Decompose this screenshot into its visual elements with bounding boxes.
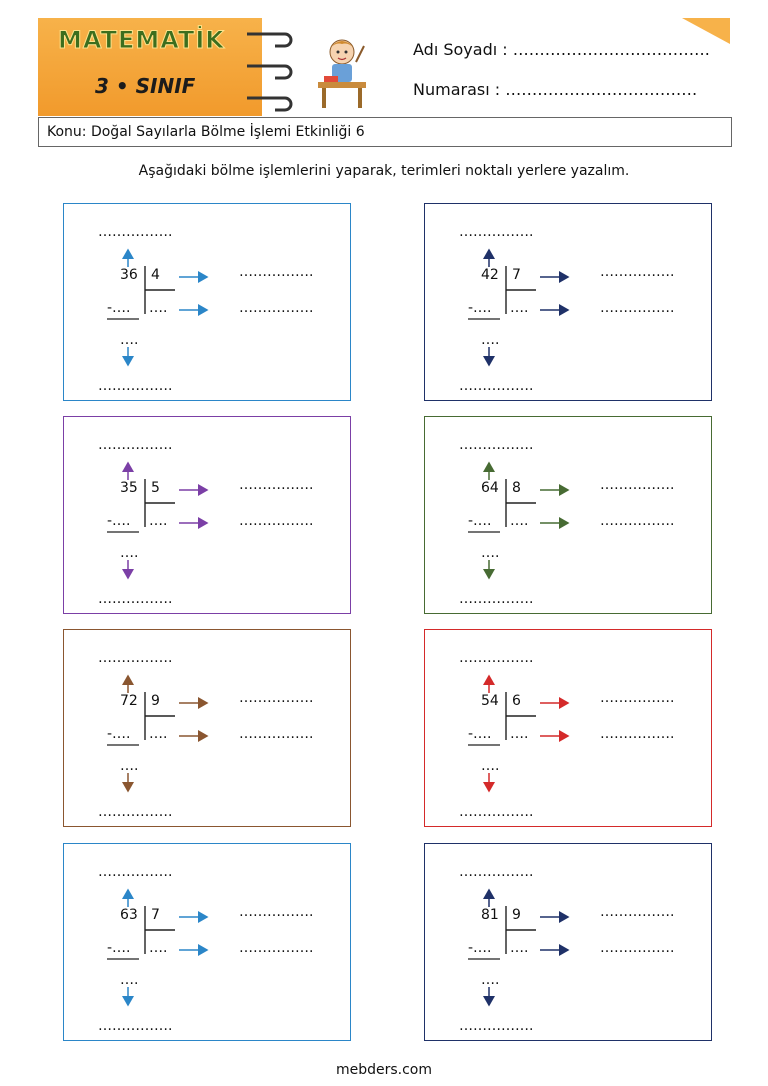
minus-blank: -…. [107,513,131,529]
blank-bottom: ……………. [98,378,173,394]
name-field-label: Adı Soyadı : ………………………………. [413,40,710,59]
answer-blank-1: ……………. [600,477,675,493]
blank-top: ……………. [459,224,534,240]
dividend: 35 [120,480,138,496]
answer-blank-1: ……………. [600,690,675,706]
divisor: 5 [151,480,160,496]
quotient-blank: …. [510,300,529,316]
header-banner [38,18,262,116]
minus-blank: -…. [468,513,492,529]
remainder-blank: …. [481,332,500,348]
corner-decoration [682,18,730,44]
quotient-blank: …. [510,513,529,529]
minus-blank: -…. [468,300,492,316]
logo-title: MATEMATİK [58,26,225,55]
division-card: ……………. 35 5 …. -…. …. ……………. ……………. ……………. [63,416,351,614]
divisor: 7 [151,907,160,923]
remainder-blank: …. [120,972,139,988]
quotient-blank: …. [510,940,529,956]
remainder-blank: …. [481,545,500,561]
remainder-blank: …. [481,758,500,774]
quotient-blank: …. [149,513,168,529]
binder-rings-icon [247,32,293,112]
blank-bottom: ……………. [98,591,173,607]
division-bracket-and-arrows [468,888,570,1007]
quotient-blank: …. [149,726,168,742]
blank-bottom: ……………. [98,804,173,820]
division-bracket-and-arrows [107,461,209,580]
answer-blank-2: ……………. [239,726,314,742]
division-card: ……………. 72 9 …. -…. …. ……………. ……………. ……………. [63,629,351,827]
division-card: ……………. 63 7 …. -…. …. ……………. ……………. ……………. [63,843,351,1041]
blank-top: ……………. [98,224,173,240]
blank-top: ……………. [98,650,173,666]
answer-blank-2: ……………. [600,513,675,529]
dividend: 54 [481,693,499,709]
answer-blank-1: ……………. [600,904,675,920]
answer-blank-2: ……………. [600,726,675,742]
division-bracket-and-arrows [468,674,570,793]
division-bracket-and-arrows [468,461,570,580]
answer-blank-1: ……………. [239,477,314,493]
blank-top: ……………. [98,864,173,880]
minus-blank: -…. [468,726,492,742]
answer-blank-2: ……………. [239,300,314,316]
dividend: 81 [481,907,499,923]
answer-blank-1: ……………. [239,264,314,280]
minus-blank: -…. [107,940,131,956]
answer-blank-2: ……………. [239,940,314,956]
remainder-blank: …. [120,758,139,774]
dividend: 72 [120,693,138,709]
divisor: 7 [512,267,521,283]
dividend: 42 [481,267,499,283]
division-card: ……………. 64 8 …. -…. …. ……………. ……………. ……………. [424,416,712,614]
answer-blank-2: ……………. [239,513,314,529]
dividend: 63 [120,907,138,923]
division-card: ……………. 42 7 …. -…. …. ……………. ……………. ……………. [424,203,712,401]
division-card: ……………. 81 9 …. -…. …. ……………. ……………. ……………. [424,843,712,1041]
blank-bottom: ……………. [459,804,534,820]
quotient-blank: …. [510,726,529,742]
answer-blank-2: ……………. [600,300,675,316]
dividend: 64 [481,480,499,496]
remainder-blank: …. [120,545,139,561]
division-card: ……………. 54 6 …. -…. …. ……………. ……………. ……………. [424,629,712,827]
remainder-blank: …. [120,332,139,348]
footer-source: mebders.com [335,1062,433,1078]
answer-blank-1: ……………. [239,690,314,706]
dividend: 36 [120,267,138,283]
blank-top: ……………. [459,650,534,666]
division-bracket-and-arrows [107,248,209,367]
student-illustration-icon [318,39,366,108]
blank-top: ……………. [98,437,173,453]
topic-bar: Konu: Doğal Sayılarla Bölme İşlemi Etkin… [38,117,732,147]
answer-blank-2: ……………. [600,940,675,956]
answer-blank-1: ……………. [239,904,314,920]
answer-blank-1: ……………. [600,264,675,280]
blank-top: ……………. [459,437,534,453]
divisor: 8 [512,480,521,496]
instruction-text: Aşağıdaki bölme işlemlerini yaparak, ter… [138,163,630,179]
division-bracket-and-arrows [107,888,209,1007]
blank-top: ……………. [459,864,534,880]
blank-bottom: ……………. [98,1018,173,1034]
divisor: 9 [512,907,521,923]
quotient-blank: …. [149,300,168,316]
grade-label: 3 • SINIF [95,74,196,98]
division-bracket-and-arrows [468,248,570,367]
division-bracket-and-arrows [107,674,209,793]
minus-blank: -…. [107,300,131,316]
minus-blank: -…. [468,940,492,956]
blank-bottom: ……………. [459,378,534,394]
divisor: 6 [512,693,521,709]
remainder-blank: …. [481,972,500,988]
divisor: 9 [151,693,160,709]
quotient-blank: …. [149,940,168,956]
minus-blank: -…. [107,726,131,742]
number-field-label: Numarası : ……………………………… [413,80,698,99]
division-card: ……………. 36 4 …. -…. …. ……………. ……………. ……………. [63,203,351,401]
divisor: 4 [151,267,160,283]
blank-bottom: ……………. [459,1018,534,1034]
blank-bottom: ……………. [459,591,534,607]
